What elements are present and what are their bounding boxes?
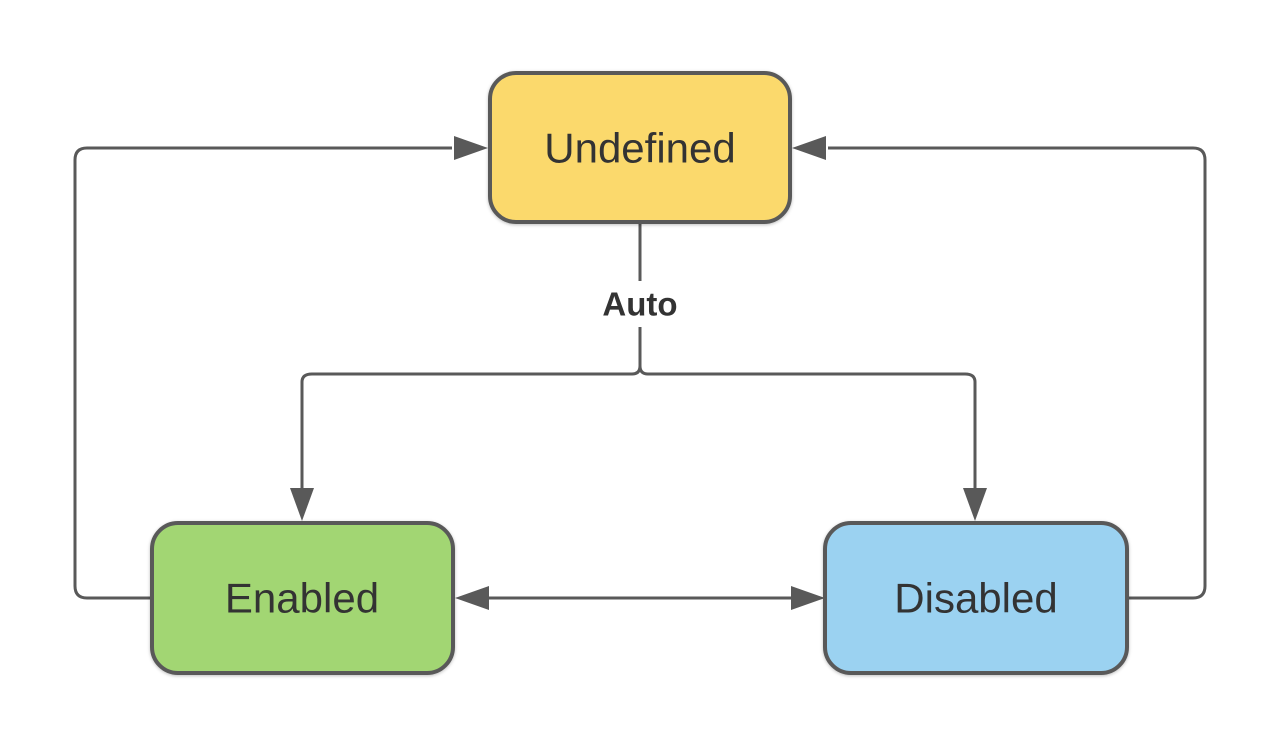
auto-label-background — [594, 281, 686, 327]
node-disabled-label: Disabled — [894, 575, 1057, 622]
node-enabled: Enabled — [150, 521, 455, 675]
node-undefined-label: Undefined — [544, 125, 735, 172]
arrowhead-into-undefined-right — [792, 136, 826, 160]
arrowhead-into-disabled-left — [791, 586, 825, 610]
node-enabled-shape — [150, 521, 455, 675]
arrowhead-into-disabled-top — [963, 488, 987, 521]
node-enabled-label: Enabled — [225, 575, 379, 622]
node-undefined: Undefined — [488, 71, 792, 224]
arrowhead-into-enabled-top — [290, 488, 314, 521]
node-disabled: Disabled — [823, 521, 1129, 675]
edge-enabled-to-undefined — [73, 146, 452, 600]
edge-undefined-to-enabled — [300, 222, 642, 488]
node-undefined-shape — [488, 71, 792, 224]
edge-disabled-to-undefined — [828, 146, 1207, 600]
edge-undefined-to-disabled — [638, 222, 977, 488]
arrowhead-into-enabled-right — [455, 586, 489, 610]
connector-lines — [73, 146, 1207, 600]
arrowhead-into-undefined-left — [454, 136, 488, 160]
auto-label: Auto — [602, 286, 677, 323]
arrowheads — [290, 136, 987, 610]
node-disabled-shape — [823, 521, 1129, 675]
